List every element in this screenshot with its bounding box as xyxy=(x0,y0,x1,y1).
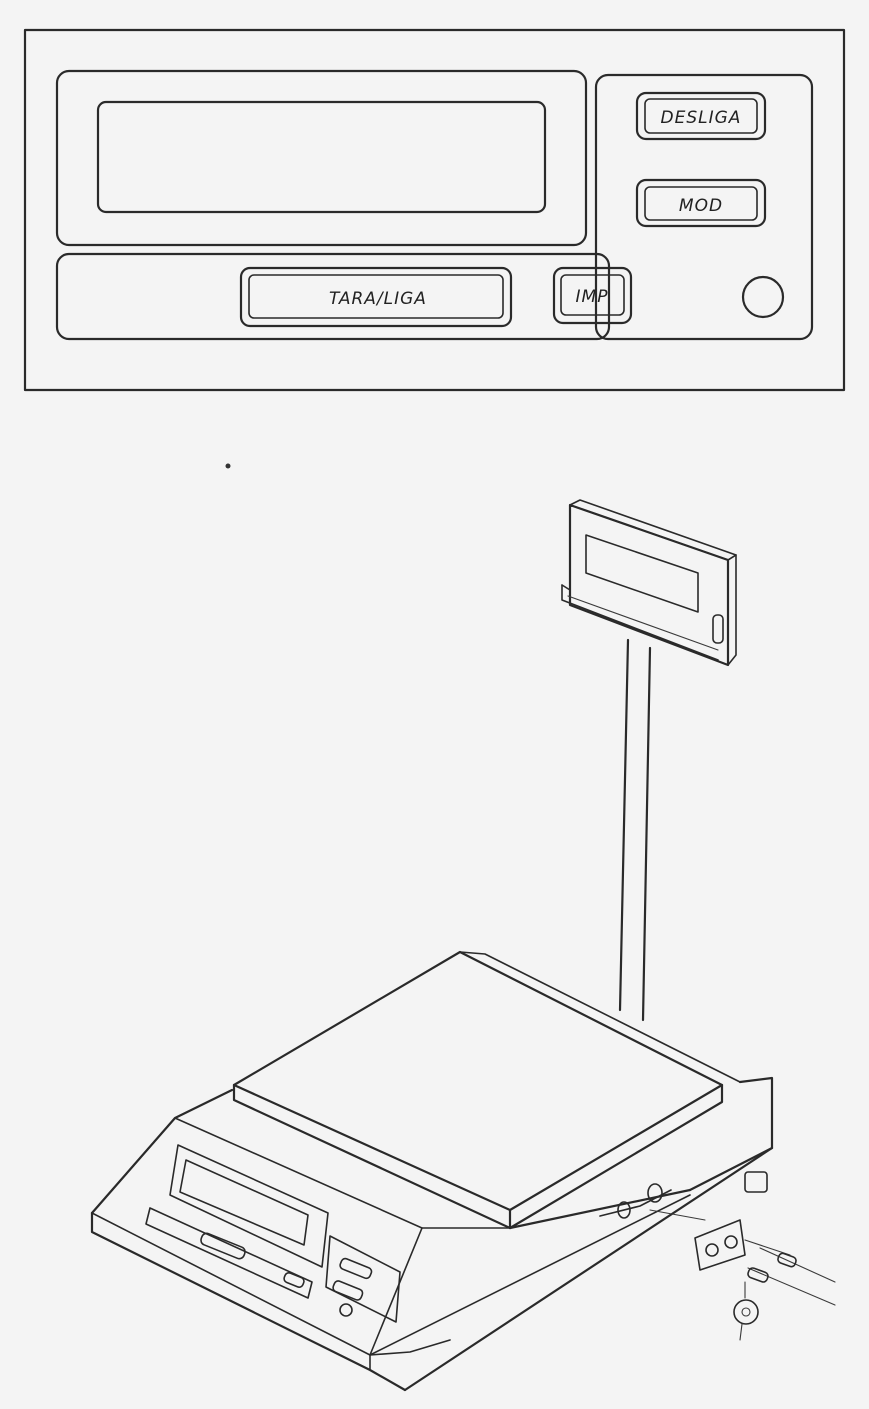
imp-button[interactable]: IMP xyxy=(552,266,633,325)
mod-label: MOD xyxy=(679,196,723,216)
indicator-light xyxy=(741,275,785,319)
base-display-window xyxy=(179,1159,309,1246)
desliga-label: DESLIGA xyxy=(661,108,742,128)
base-control-panel xyxy=(145,1144,401,1323)
scale-illustration xyxy=(90,499,836,1392)
scale-base xyxy=(90,1076,774,1392)
connector-plate xyxy=(694,1219,746,1271)
tara-liga-button[interactable]: TARA/LIGA xyxy=(239,266,513,328)
mod-button[interactable]: MOD xyxy=(635,178,767,228)
tara-liga-label: TARA/LIGA xyxy=(329,289,427,309)
imp-label: IMP xyxy=(576,287,609,307)
display-frame xyxy=(55,69,588,247)
stray-mark xyxy=(225,463,231,469)
lower-strip-frame xyxy=(55,252,611,341)
weighing-platform xyxy=(232,950,741,1230)
display-pole xyxy=(618,638,652,1022)
front-panel: DESLIGA MOD TARA/LIGA IMP xyxy=(23,28,846,392)
desliga-button[interactable]: DESLIGA xyxy=(635,91,767,141)
right-button-frame xyxy=(594,73,814,341)
connector-nut xyxy=(733,1299,759,1325)
display-window xyxy=(96,100,547,214)
remote-display-head xyxy=(561,499,737,667)
side-connectors xyxy=(599,1183,836,1341)
scale-foot xyxy=(744,1171,768,1193)
remote-display-window xyxy=(585,534,699,613)
panel-outer-frame xyxy=(23,28,846,392)
